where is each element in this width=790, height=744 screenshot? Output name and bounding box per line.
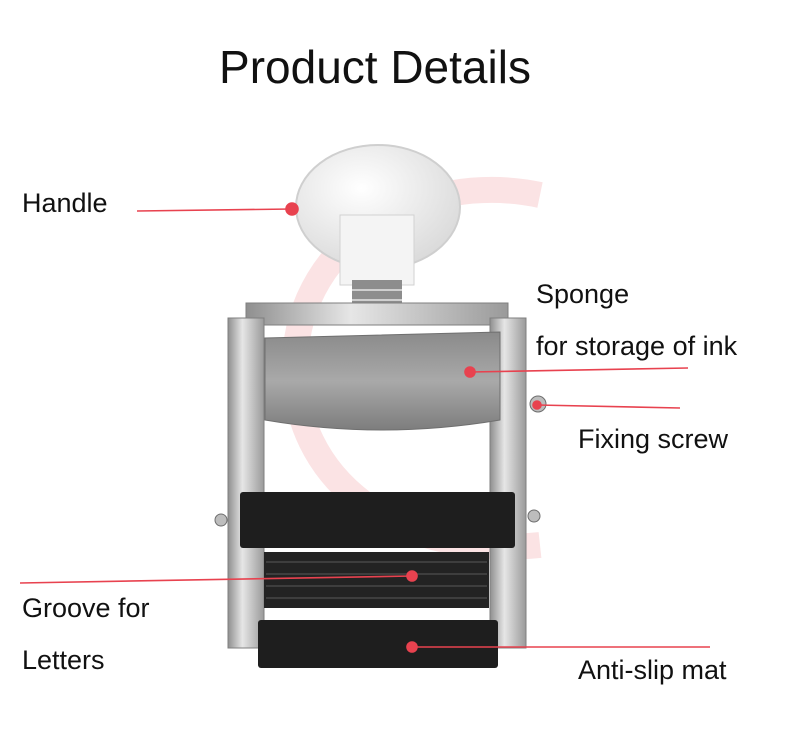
frame-top bbox=[245, 302, 509, 326]
label-handle: Handle bbox=[22, 188, 108, 218]
callouts bbox=[19, 202, 710, 653]
label-anti-slip-mat: Anti-slip mat bbox=[578, 655, 727, 685]
page-title: Product Details bbox=[219, 41, 531, 93]
label-groove: Groove for bbox=[22, 593, 150, 623]
label-letters: Letters bbox=[22, 645, 105, 675]
label-fixing-screw: Fixing screw bbox=[578, 424, 729, 454]
frame-left bbox=[227, 317, 265, 649]
anti-slip-mat bbox=[258, 620, 498, 668]
label-sponge: Sponge bbox=[536, 279, 630, 309]
handle-neck bbox=[339, 214, 415, 286]
sponge-pad bbox=[264, 331, 501, 431]
label-sponge-purpose: for storage of ink bbox=[536, 331, 738, 361]
groove-letters bbox=[264, 552, 489, 608]
top-rubber-band bbox=[240, 492, 515, 548]
